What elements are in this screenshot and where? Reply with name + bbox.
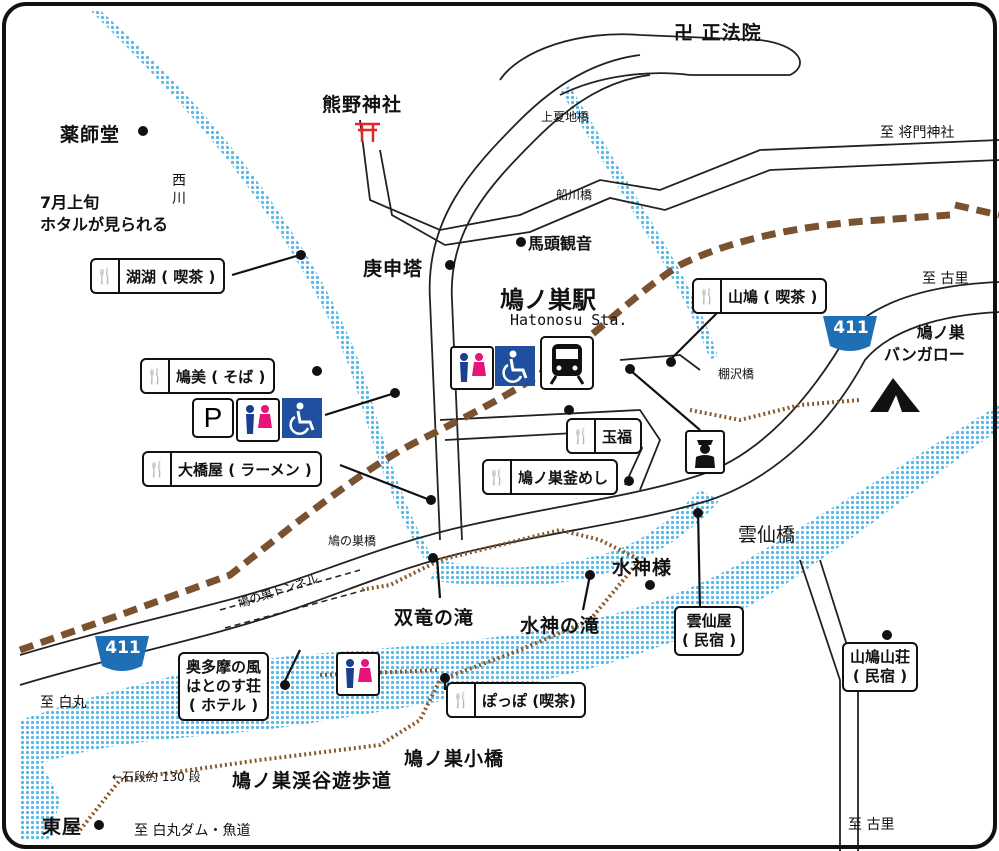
route-number-east: 411 xyxy=(833,318,869,338)
unsenya-marker xyxy=(693,508,703,518)
yakushido-label: 薬師堂 xyxy=(60,124,121,146)
dir-kori-top: 至 古里 xyxy=(922,271,969,287)
restaurant-poppo: 🍴ぽっぽ (喫茶) xyxy=(446,682,586,718)
station-name: 鳩ノ巣駅 xyxy=(500,286,596,314)
bungalow-label: 鳩ノ巣 バンガロー xyxy=(884,323,965,364)
hatonosukyo-label: 鳩の巣橋 xyxy=(328,534,377,548)
batokannon-marker xyxy=(516,237,526,247)
unsenkyo-label: 雲仙橋 xyxy=(738,524,796,546)
koshinto-marker xyxy=(445,260,455,270)
fork-knife-icon: 🍴 xyxy=(92,260,120,292)
leader-lines xyxy=(231,253,721,690)
station-restroom-icon xyxy=(450,346,494,390)
yamabato-marker xyxy=(666,357,676,367)
fork-knife-icon: 🍴 xyxy=(448,684,476,716)
facilities-marker xyxy=(390,388,400,398)
fork-knife-icon: 🍴 xyxy=(144,453,172,485)
restaurant-ohashiya: 🍴大橋屋 ( ラーメン ) xyxy=(142,451,322,487)
nishikawa-stream xyxy=(90,10,432,560)
parking-icon: P xyxy=(192,398,234,438)
batokannon-label: 馬頭観音 xyxy=(528,234,593,253)
dir-kori-bottom: 至 古里 xyxy=(848,817,895,833)
route-shield-east xyxy=(823,316,877,351)
funakawa-bridge-label: 船川橋 xyxy=(556,188,593,202)
shrine-icon xyxy=(355,122,380,142)
funakawa-stream xyxy=(560,86,718,360)
dir-shiromaru: 至 白丸 xyxy=(40,695,87,711)
azumaya-marker xyxy=(94,820,104,830)
kamameshi-marker xyxy=(624,476,634,486)
kobashi-label: 鳩ノ巣小橋 xyxy=(404,748,505,770)
firefly-note: 7月上旬 ホタルが見られる xyxy=(40,193,169,234)
azumaya-label: 東屋 xyxy=(42,816,83,838)
suijinsama-label: 水神様 xyxy=(612,557,673,579)
river-branch xyxy=(430,490,720,587)
soryu-falls-label: 双竜の滝 xyxy=(394,607,475,629)
restaurant-hatomi: 🍴鳩美 ( そば ) xyxy=(140,358,276,394)
kotan-marker xyxy=(296,250,306,260)
fork-knife-icon: 🍴 xyxy=(142,360,170,392)
soryu-marker xyxy=(428,553,438,563)
nishikawa-label: 西 川 xyxy=(172,173,186,207)
police-marker xyxy=(625,364,635,374)
campsite-icon xyxy=(870,378,920,412)
train-icon xyxy=(540,336,594,390)
lodging-okutama: 奥多摩の風 はとのす荘 ( ホテル ) xyxy=(178,652,270,721)
kaminatsuchi-bridge-label: 上夏地橋 xyxy=(541,110,590,124)
okutama-marker xyxy=(280,680,290,690)
fork-knife-icon: 🍴 xyxy=(568,420,596,452)
riverside-restroom-icon xyxy=(336,652,380,696)
steps-label: ←石段約 130 段 xyxy=(112,770,201,784)
fork-knife-icon: 🍴 xyxy=(484,461,512,493)
route-number-west: 411 xyxy=(105,638,141,658)
dir-dam: 至 白丸ダム・魚道 xyxy=(134,823,251,839)
fork-knife-icon: 🍴 xyxy=(694,280,722,312)
yamabatoso-marker xyxy=(882,630,892,640)
suijin-falls-marker xyxy=(585,570,595,580)
suijin-falls-label: 水神の滝 xyxy=(520,615,601,637)
dir-shomon: 至 将門神社 xyxy=(880,125,955,141)
route-shield-west xyxy=(95,636,149,671)
kumano-label: 熊野神社 xyxy=(322,94,403,116)
police-box-icon xyxy=(685,430,725,474)
left-stream xyxy=(20,730,60,840)
station-accessible-icon xyxy=(495,346,535,386)
restaurant-kamameshi: 🍴鳩ノ巣釜めし xyxy=(482,459,619,495)
yakushido-marker xyxy=(138,126,148,136)
restaurant-yamabato: 🍴山鳩 ( 喫茶 ) xyxy=(692,278,828,314)
koshinto-label: 庚申塔 xyxy=(363,258,424,280)
hatomi-marker xyxy=(312,366,322,376)
tanazawa-bridge-label: 棚沢橋 xyxy=(718,367,755,381)
accessible-icon xyxy=(282,398,322,438)
gyokufuku-marker xyxy=(564,405,574,415)
lodging-unsenya: 雲仙屋 ( 民宿 ) xyxy=(674,606,745,656)
tunnel xyxy=(219,569,361,611)
station-romaji: Hatonosu Sta. xyxy=(510,311,628,329)
railway-east xyxy=(954,201,999,219)
lodging-yamabatoso: 山鳩山荘 ( 民宿 ) xyxy=(842,642,919,692)
restroom-icon xyxy=(236,398,280,442)
ohashiya-marker xyxy=(426,495,436,505)
poppo-marker xyxy=(440,673,450,683)
valley-trail xyxy=(78,527,644,832)
restaurant-kotan: 🍴湖湖 ( 喫茶 ) xyxy=(90,258,226,294)
suijinsama-marker xyxy=(645,580,655,590)
shohoin-label: 卍 正法院 xyxy=(674,22,762,44)
restaurant-gyokufuku: 🍴玉福 xyxy=(566,418,643,454)
trail-label: 鳩ノ巣渓谷遊歩道 xyxy=(232,770,393,792)
